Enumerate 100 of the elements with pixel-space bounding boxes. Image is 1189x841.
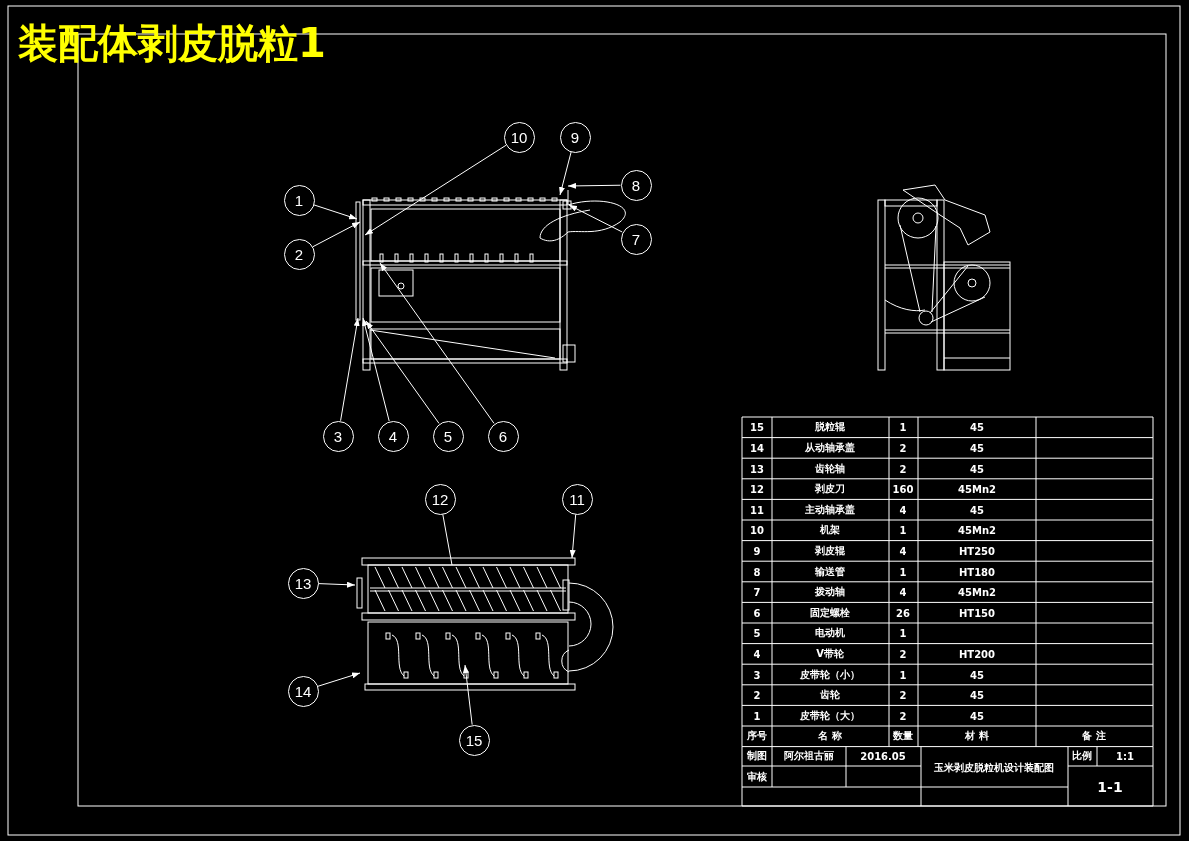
leader-line (362, 317, 390, 422)
drawing-name: 玉米剥皮脱粒机设计装配图 (934, 761, 1054, 775)
column-header: 数量 (893, 729, 913, 744)
callout-number: 6 (487, 420, 519, 452)
part-number: 3 (753, 669, 761, 680)
part-number: 12 (750, 483, 764, 495)
callout-number: 10 (503, 121, 535, 153)
callout-number: 13 (287, 567, 319, 599)
leader-line (559, 151, 572, 196)
material: 45 (970, 710, 984, 722)
material: HT150 (958, 607, 996, 619)
drafter-name: 阿尔祖古丽 (784, 749, 834, 764)
quantity: 160 (892, 483, 914, 495)
part-name: 脱粒辊 (815, 420, 845, 435)
part-number: 11 (750, 504, 764, 516)
front-view-drawing (355, 189, 626, 371)
part-name: 从动轴承盖 (805, 440, 855, 455)
quantity: 2 (899, 442, 907, 454)
part-name: 皮带轮（大） (800, 708, 860, 723)
material: 45 (970, 442, 984, 454)
drawing-title: 装配体剥皮脱粒1 (18, 19, 326, 68)
quantity: 4 (899, 504, 907, 516)
part-name: 输送管 (815, 564, 845, 579)
quantity: 1 (899, 566, 907, 577)
part-number: 14 (750, 442, 764, 454)
part-name: 剥皮刀 (815, 482, 845, 497)
field-label: 制图 (747, 749, 767, 764)
part-name: 齿轮轴 (815, 461, 845, 476)
callout-number: 4 (377, 420, 409, 452)
callout-number: 2 (283, 238, 315, 270)
part-number: 10 (750, 524, 764, 536)
column-header: 名 称 (818, 729, 842, 744)
quantity: 2 (899, 710, 907, 722)
part-number: 5 (753, 627, 761, 639)
leader-line (365, 320, 440, 424)
quantity: 4 (899, 586, 907, 598)
material: 45Mn2 (958, 483, 996, 495)
part-name: 齿轮 (820, 688, 840, 703)
part-number: 9 (753, 545, 761, 557)
leader-line (569, 513, 577, 559)
quantity: 26 (896, 607, 910, 619)
callout-number: 14 (287, 675, 319, 707)
callout-number: 15 (458, 724, 490, 756)
top-view-drawing (356, 557, 614, 691)
scale-value: 1:1 (1116, 750, 1134, 762)
part-name: 拨动轴 (815, 585, 845, 600)
column-header: 序号 (747, 729, 767, 744)
material: HT250 (958, 545, 996, 557)
quantity: 1 (899, 627, 907, 639)
material: 45Mn2 (958, 586, 996, 598)
part-number: 4 (753, 648, 761, 660)
callout-number: 3 (322, 420, 354, 452)
part-name: 固定螺栓 (810, 605, 850, 620)
part-number: 7 (753, 586, 761, 598)
material: 45Mn2 (958, 524, 996, 536)
leader-line (568, 204, 623, 233)
leader-line (364, 144, 507, 236)
part-number: 2 (753, 689, 761, 701)
callout-number: 11 (561, 483, 593, 515)
leader-line (318, 581, 356, 588)
field-label: 比例 (1072, 749, 1092, 764)
part-name: V带轮 (816, 646, 844, 661)
leader-line (312, 221, 361, 248)
leader-line (442, 513, 453, 566)
callout-number: 5 (432, 420, 464, 452)
part-name: 皮带轮（小） (800, 667, 860, 682)
leader-line (567, 182, 621, 189)
leader-line (462, 664, 473, 726)
part-number: 8 (753, 566, 761, 577)
material: 45 (970, 504, 984, 516)
part-name: 主动轴承盖 (805, 502, 855, 517)
part-number: 13 (750, 463, 764, 474)
part-name: 机架 (820, 523, 840, 538)
leader-line (317, 672, 361, 687)
callout-number: 9 (559, 121, 591, 153)
quantity: 1 (899, 524, 907, 536)
callout-number: 8 (620, 169, 652, 201)
callout-number: 12 (424, 483, 456, 515)
quantity: 2 (899, 648, 907, 660)
field-label: 审核 (747, 769, 767, 784)
quantity: 1 (899, 421, 907, 433)
part-number: 6 (753, 607, 761, 619)
quantity: 4 (899, 545, 907, 557)
material: 45 (970, 689, 984, 701)
quantity: 2 (899, 463, 907, 474)
material: 45 (970, 669, 984, 680)
column-header: 材 料 (965, 729, 989, 744)
leader-line (379, 262, 495, 424)
leader-line (340, 317, 360, 422)
material: HT180 (958, 566, 996, 577)
material: 45 (970, 421, 984, 433)
material: HT200 (958, 648, 996, 660)
drawing-number: 1-1 (1097, 779, 1123, 795)
column-header: 备 注 (1082, 729, 1106, 744)
part-number: 15 (750, 421, 764, 433)
callout-number: 1 (283, 184, 315, 216)
material: 45 (970, 463, 984, 474)
quantity: 1 (899, 669, 907, 680)
leader-line (313, 204, 358, 220)
quantity: 2 (899, 689, 907, 701)
